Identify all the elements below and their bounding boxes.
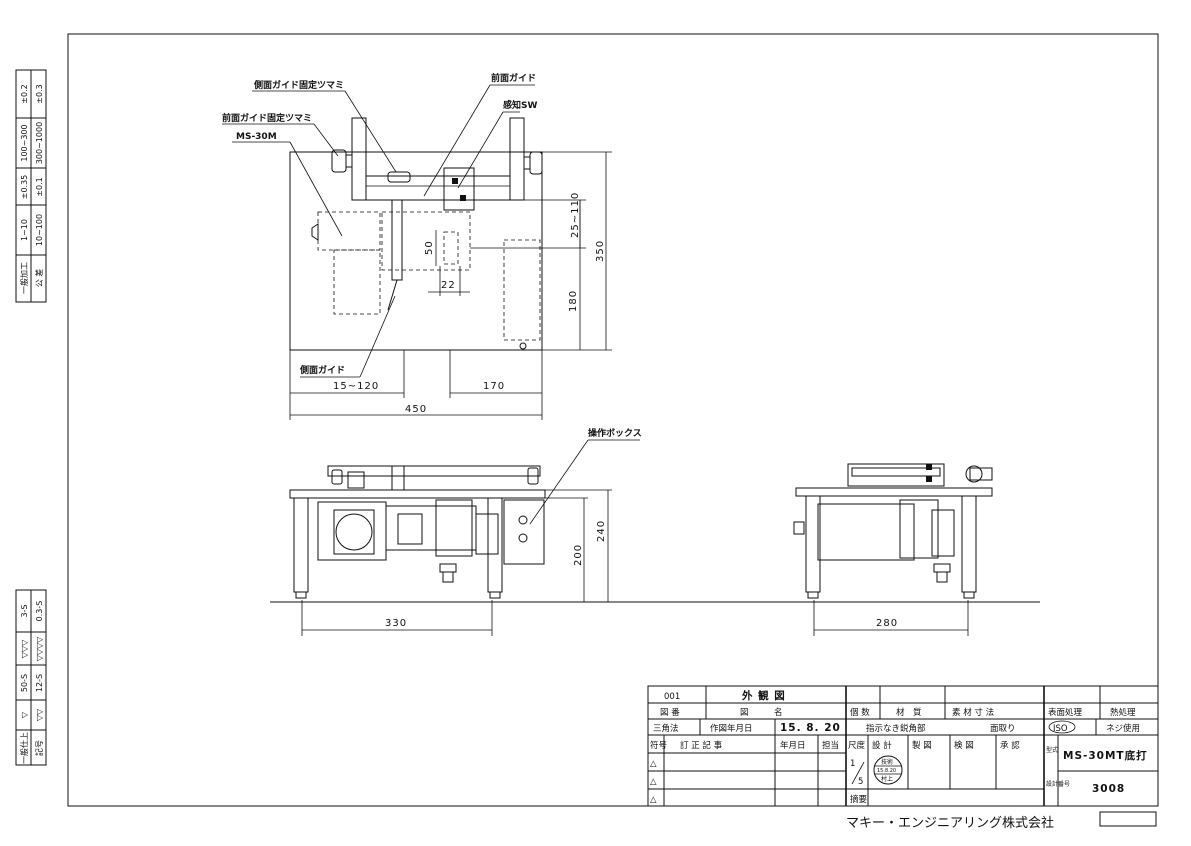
tb-label-rev-date: 年月日: [780, 740, 806, 751]
dim-15-120: 15~120: [333, 381, 379, 392]
finish-r4c2: 0.3-S: [35, 601, 44, 622]
tb-label-heat: 熱処理: [1110, 707, 1136, 718]
tol-header-1: 一般加工: [19, 262, 29, 294]
title-block: 001 外 観 図 図 番 図 名 三角法 作図年月日 15. 8. 20 符号…: [647, 685, 1159, 807]
tb-label-rev-person: 担当: [822, 740, 839, 751]
tb-design-no: 3008: [1092, 783, 1125, 795]
dim-180: 180: [568, 290, 579, 312]
dim-240: 240: [596, 520, 607, 542]
tb-label-note: 摘要: [850, 794, 868, 805]
tb-rev-mark-2: △: [650, 777, 657, 787]
tb-label-raw-size: 素 材 寸 法: [952, 707, 994, 718]
dim-350: 350: [595, 240, 606, 262]
dim-50: 50: [424, 240, 435, 255]
stamp-top: 技術: [881, 758, 893, 766]
tol-header-2: 公 差: [34, 269, 44, 288]
label-sensor-sw: 感知SW: [503, 99, 537, 111]
tol-r3c2: 300~1000: [35, 122, 44, 164]
label-front-guide: 前面ガイド: [491, 72, 536, 84]
tol-r1c2: 10~100: [35, 214, 44, 246]
tb-drawing-title: 外 観 図: [741, 689, 786, 702]
tb-scale-den: 5: [858, 777, 863, 787]
tb-label-draft: 製 図: [912, 740, 932, 751]
dim-25-110: 25~110: [570, 192, 581, 238]
tol-r3c1: 100~300: [20, 124, 29, 161]
stamp-name: 村上: [881, 775, 893, 783]
dim-22: 22: [441, 280, 456, 291]
finish-header-2: 記号: [34, 740, 44, 756]
tb-label-check: 検 図: [954, 740, 974, 751]
tol-r2c2: ±0.1: [35, 177, 44, 196]
approval-stamp: [873, 755, 903, 785]
tb-label-date: 作図年月日: [710, 723, 753, 734]
label-side-guide-knob: 側面ガイド固定ツマミ: [253, 79, 344, 91]
finish-r2c1: 50-S: [20, 674, 29, 692]
tb-label-drawing-name: 図 名: [740, 707, 783, 718]
tb-projection: 三角法: [653, 723, 679, 734]
finish-r4c1: 3-S: [20, 604, 29, 617]
tb-drawing-no: 001: [664, 692, 680, 702]
tb-rev-mark-1: △: [650, 759, 657, 769]
label-front-guide-knob: 前面ガイド固定ツマミ: [222, 112, 312, 124]
tol-r4c1: ±0.2: [20, 84, 29, 103]
side-view: 280: [793, 463, 993, 636]
tol-r2c1: ±0.35: [20, 175, 29, 200]
dim-280: 280: [876, 618, 898, 629]
tb-label-scale: 尺度: [848, 740, 866, 751]
top-view: 15~120 170 450 50 22 25~110 350 180 側面ガイ…: [222, 72, 612, 420]
tb-rev-mark-3: △: [650, 795, 657, 805]
tb-label-material: 材 質: [896, 707, 922, 718]
dim-200: 200: [573, 544, 584, 566]
tb-label-approve: 承 認: [1000, 740, 1020, 751]
tb-label-design-no: 設計番号: [1046, 780, 1070, 788]
front-view: 200 240 330 操作ボックス: [270, 427, 1040, 636]
finish-table: 3-S 0.3-S ▽▽▽ ▽▽▽▽ 50-S 12-S ▽ ▽▽ 一般仕上 記…: [15, 589, 47, 766]
tb-label-rev: 訂 正 記 事: [680, 740, 723, 751]
finish-r3c1: ▽▽▽: [20, 639, 29, 658]
finish-r1c1: ▽: [20, 711, 29, 718]
finish-r3c2: ▽▽▽▽: [35, 636, 44, 661]
tb-scale-num: 1: [850, 759, 855, 769]
tolerance-table: ±0.2 ±0.3 100~300 300~1000 ±0.35 ±0.1 1~…: [15, 69, 47, 303]
finish-r2c2: 12-S: [35, 674, 44, 692]
stamp-box: [1099, 811, 1157, 827]
drawing-border: [67, 33, 1159, 807]
tb-label-design: 設 計: [872, 740, 892, 751]
tb-label-surface: 表面処理: [1048, 707, 1083, 718]
stamp-date: 15.8.20: [877, 768, 896, 774]
tol-r1c1: 1~10: [20, 219, 29, 241]
dim-450: 450: [405, 404, 427, 415]
dim-330: 330: [385, 618, 407, 629]
top-view-table-outline: [289, 151, 543, 351]
tb-iso: ISO: [1053, 724, 1068, 734]
label-side-guide: 側面ガイド: [299, 364, 345, 376]
tb-date: 15. 8. 20: [780, 722, 841, 734]
dim-170: 170: [483, 381, 505, 392]
finish-header-1: 一般仕上: [19, 732, 29, 764]
company-name: マキー・エンジニアリング株式会社: [846, 815, 1054, 831]
tb-label-rev-no: 符号: [650, 740, 667, 751]
tb-screw: ネジ使用: [1106, 723, 1140, 734]
tb-type-value: MS-30MT底打: [1063, 749, 1148, 762]
finish-r1c2: ▽▽: [35, 708, 44, 721]
tb-chamfer: 面取り: [990, 724, 1016, 734]
tb-label-drawing-no: 図 番: [660, 707, 680, 718]
tol-r4c2: ±0.3: [35, 84, 44, 103]
label-control-box: 操作ボックス: [588, 427, 642, 439]
label-model: MS-30M: [236, 132, 277, 142]
tb-unspecified-edges: 指示なき鋭角部: [866, 723, 926, 734]
tb-label-type: 型式: [1046, 746, 1058, 754]
tb-label-qty: 個 数: [850, 707, 870, 718]
